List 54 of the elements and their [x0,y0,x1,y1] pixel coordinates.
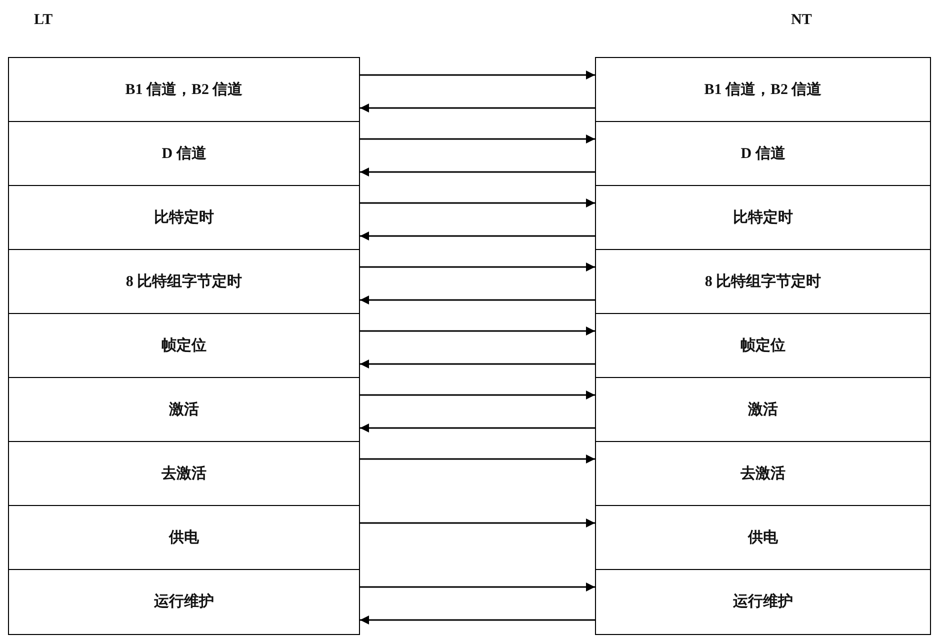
function-label: 去激活 [740,464,786,482]
function-row [595,314,931,378]
function-label: 激活 [169,400,199,418]
arrow [360,70,595,80]
column-heading: LT [34,12,53,28]
function-label: 帧定位 [162,336,206,354]
arrow [360,390,595,400]
function-label: 帧定位 [740,336,786,354]
function-row [8,250,360,314]
arrow [360,232,595,240]
function-row [8,58,360,122]
function-label: D 信道 [740,144,786,162]
function-label: B1 信道，B2 信道 [125,80,243,98]
arrow [360,326,595,336]
function-row [8,442,360,506]
function-label: 8 比特组字节定时 [704,272,822,290]
function-row [595,570,931,634]
arrow [360,198,595,208]
function-label: 8 比特组字节定时 [126,272,242,290]
function-row [595,186,931,250]
function-row [595,122,931,186]
arrow [360,134,595,144]
function-row [595,378,931,442]
arrow [360,168,595,176]
arrow [360,616,595,624]
function-row [8,506,360,570]
arrow [360,104,595,112]
function-label: D 信道 [162,144,206,162]
function-row [595,506,931,570]
function-row [8,378,360,442]
function-label: 供电 [748,528,778,546]
function-label: 激活 [748,400,778,418]
arrow [360,424,595,432]
function-label: 运行维护 [154,592,214,611]
function-label: 去激活 [162,464,206,482]
arrow [360,262,595,272]
function-row [595,250,931,314]
function-row [8,122,360,186]
arrow [360,296,595,304]
function-row [8,186,360,250]
arrow [360,582,595,592]
arrow [360,454,595,464]
function-row [8,314,360,378]
column-heading: NT [791,12,812,28]
arrow [360,360,595,368]
function-label: 运行维护 [733,592,793,611]
function-label: 比特定时 [154,208,214,226]
function-label: 供电 [169,528,199,546]
function-label: 比特定时 [733,208,793,226]
function-row [595,442,931,506]
function-row [595,58,931,122]
arrow [360,518,595,528]
function-row [8,570,360,634]
function-label: B1 信道，B2 信道 [704,80,822,98]
